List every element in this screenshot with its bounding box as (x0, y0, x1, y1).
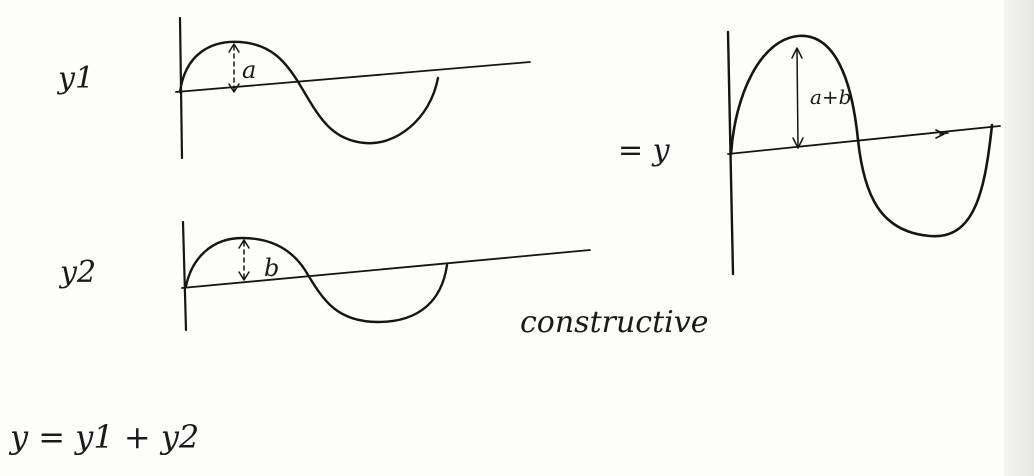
resultant-wave-curve (729, 34, 994, 238)
amplitude-sum-arrowheads (791, 47, 804, 149)
amplitude-a-label: a (242, 56, 256, 84)
resultant-wave-group: a+b = y (618, 30, 1001, 276)
resultant-horizontal-axis (727, 125, 1001, 155)
wave-y1-group: a y1 (56, 16, 531, 160)
resultant-axis-arrow (935, 129, 949, 139)
resultant-label: = y (618, 133, 671, 168)
wave-y2-curve (184, 236, 449, 324)
amplitude-sum-arrow (796, 49, 799, 147)
constructive-caption: constructive (520, 305, 708, 340)
wave-y1-label: y1 (56, 61, 94, 96)
superposition-equation: y = y1 + y2 (8, 418, 199, 456)
wave-y1-curve (178, 40, 440, 145)
amplitude-b-label: b (264, 254, 279, 282)
wave-y2-label: y2 (58, 255, 96, 290)
wave-y2-group: b y2 (58, 220, 591, 332)
wave-y1-horizontal-axis (175, 61, 531, 93)
paper-edge (1004, 0, 1034, 476)
amplitude-sum-label: a+b (810, 85, 851, 109)
wave-y2-vertical-axis (181, 220, 188, 332)
amplitude-b-arrowheads (238, 239, 250, 281)
wave-y2-horizontal-axis (181, 249, 591, 289)
amplitude-a-arrowheads (228, 43, 240, 93)
